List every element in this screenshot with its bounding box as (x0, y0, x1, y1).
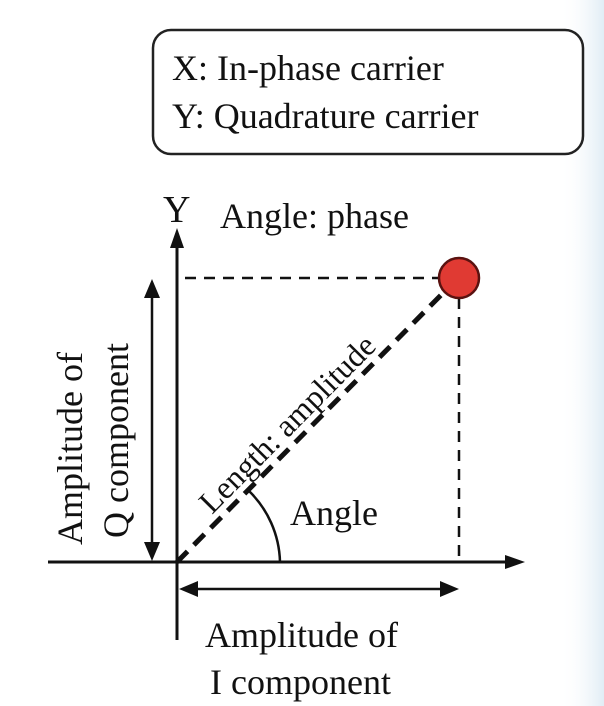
length-amplitude-label: Length: amplitude (191, 327, 382, 520)
q-amplitude-arrow (144, 279, 160, 561)
angle-arc (247, 489, 282, 563)
constellation-point (437, 256, 481, 300)
amplitude-vector (175, 286, 450, 564)
axes (48, 228, 525, 640)
i-amplitude-label-line1: Amplitude of (205, 615, 398, 655)
i-amplitude-label-line2: I component (210, 662, 391, 702)
angle-phase-label: Angle: phase (220, 196, 409, 236)
q-amplitude-label-line2: Q component (96, 343, 136, 538)
q-amplitude-label: Amplitude of Q component (50, 343, 136, 545)
angle-label: Angle (290, 493, 378, 533)
x-axis-arrowhead (505, 555, 525, 569)
legend-line-x: X: In-phase carrier (172, 48, 444, 88)
projection-lines (185, 276, 461, 562)
legend-box: X: In-phase carrier Y: Quadrature carrie… (151, 28, 585, 156)
legend-line-y: Y: Quadrature carrier (172, 96, 479, 136)
i-amplitude-arrow (179, 581, 459, 597)
y-axis-label: Y (163, 189, 190, 231)
legend-border (151, 28, 585, 156)
y-axis-arrowhead (170, 228, 184, 248)
q-amplitude-label-line1: Amplitude of (50, 352, 90, 545)
